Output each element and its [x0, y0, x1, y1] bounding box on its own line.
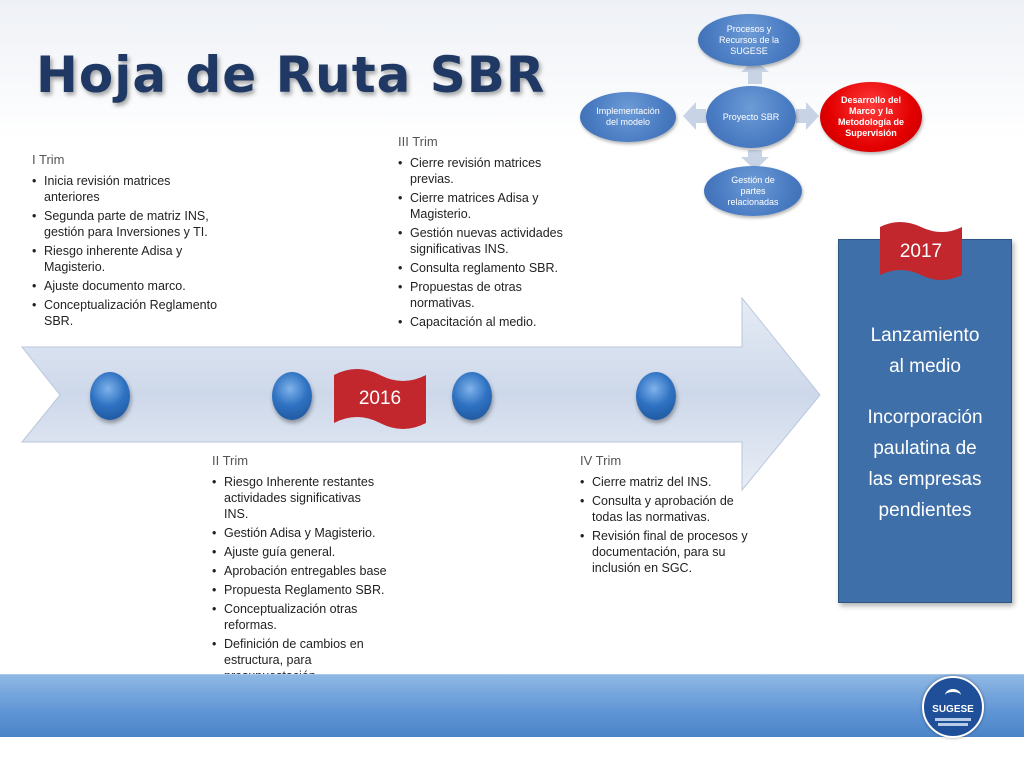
list-item: Consulta reglamento SBR.	[398, 260, 573, 276]
list-item: Conceptualización otras reformas.	[212, 601, 387, 633]
logo-subline	[935, 717, 971, 721]
list-item: Cierre revisión matrices previas.	[398, 155, 573, 187]
quarter-3-heading: III Trim	[398, 134, 438, 149]
cycle-top-label: Procesos y Recursos de la SUGESE	[718, 23, 780, 56]
quarter-1-list: Inicia revisión matrices anteriores Segu…	[32, 173, 222, 329]
sugese-logo: SUGESE	[922, 676, 984, 738]
panel-2017-line2: Incorporación paulatina de las empresas …	[867, 407, 983, 521]
list-item: Consulta y aprobación de todas las norma…	[580, 493, 755, 525]
list-item: Cierre matriz del INS.	[580, 474, 755, 490]
list-item: Aprobación entregables base	[212, 563, 387, 579]
panel-2017-line1: Lanzamiento al medio	[870, 325, 980, 377]
flag-2017: 2017	[880, 221, 962, 283]
panel-2017: Lanzamiento al medio Incorporación paula…	[838, 239, 1012, 603]
timeline-node-q3	[452, 372, 492, 420]
timeline-node-q4	[636, 372, 676, 420]
cycle-bottom-label: Gestión de partes relacionadas	[727, 174, 779, 207]
list-item: Gestión nuevas actividades significativa…	[398, 225, 573, 257]
flag-2016: 2016	[334, 367, 426, 431]
list-item: Ajuste guía general.	[212, 544, 387, 560]
quarter-3: III Trim Cierre revisión matrices previa…	[398, 134, 573, 333]
list-item: Propuestas de otras normativas.	[398, 279, 573, 311]
quarter-3-list: Cierre revisión matrices previas. Cierre…	[398, 155, 573, 330]
cycle-bottom: Gestión de partes relacionadas	[704, 166, 802, 216]
list-item: Capacitación al medio.	[398, 314, 573, 330]
list-item: Revisión final de procesos y documentaci…	[580, 528, 755, 576]
list-item: Propuesta Reglamento SBR.	[212, 582, 387, 598]
quarter-2-list: Riesgo Inherente restantes actividades s…	[212, 474, 387, 684]
cycle-left: Implementación del modelo	[580, 92, 676, 142]
cycle-center: Proyecto SBR	[706, 86, 796, 148]
list-item: Segunda parte de matriz INS, gestión par…	[32, 208, 222, 240]
list-item: Riesgo inherente Adisa y Magisterio.	[32, 243, 222, 275]
list-item: Inicia revisión matrices anteriores	[32, 173, 222, 205]
flag-2017-label: 2017	[899, 241, 943, 262]
quarter-4-list: Cierre matriz del INS. Consulta y aproba…	[580, 474, 755, 576]
timeline-node-q2	[272, 372, 312, 420]
list-item: Gestión Adisa y Magisterio.	[212, 525, 387, 541]
list-item: Cierre matrices Adisa y Magisterio.	[398, 190, 573, 222]
timeline-node-q1	[90, 372, 130, 420]
footer-band	[0, 674, 1024, 737]
cycle-center-label: Proyecto SBR	[722, 111, 780, 122]
page-title: Hoja de Ruta SBR	[36, 46, 546, 104]
list-item: Ajuste documento marco.	[32, 278, 222, 294]
logo-swirl-icon	[945, 688, 961, 702]
quarter-4: IV Trim Cierre matriz del INS. Consulta …	[580, 453, 755, 579]
cycle-left-label: Implementación del modelo	[596, 106, 660, 127]
cycle-top: Procesos y Recursos de la SUGESE	[698, 14, 800, 66]
cycle-right-label: Desarrollo del Marco y la Metodología de…	[838, 95, 904, 138]
quarter-1: I Trim Inicia revisión matrices anterior…	[32, 152, 222, 332]
list-item: Conceptualización Reglamento SBR.	[32, 297, 222, 329]
flag-2016-label: 2016	[358, 388, 402, 409]
logo-text: SUGESE	[932, 703, 974, 715]
list-item: Riesgo Inherente restantes actividades s…	[212, 474, 387, 522]
quarter-2-heading: II Trim	[212, 453, 249, 468]
logo-subline	[938, 722, 968, 726]
quarter-1-heading: I Trim	[32, 152, 65, 167]
quarter-4-heading: IV Trim	[580, 453, 622, 468]
cycle-right: Desarrollo del Marco y la Metodología de…	[820, 82, 922, 152]
quarter-2: II Trim Riesgo Inherente restantes activ…	[212, 453, 387, 687]
